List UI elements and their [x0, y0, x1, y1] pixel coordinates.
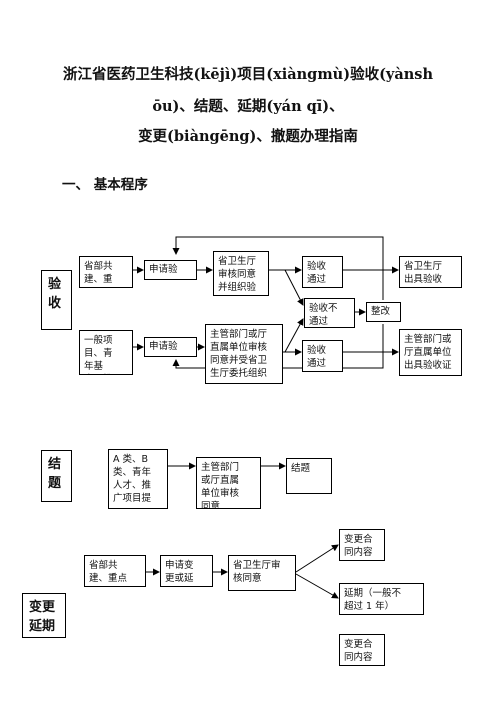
acceptance-issue-top-box: 省卫生厅 出具验收	[399, 256, 462, 288]
conclusion-review-box: 主管部门 或厅直属 单位审核 同意	[196, 457, 261, 509]
title-line-2: ōu)、结题、延期(yán qī)、	[152, 98, 344, 115]
change-review-box: 省卫生厅审 核同意	[228, 555, 296, 591]
arrow-rectify-loop-top	[172, 236, 384, 300]
title-line-3: 变更(biàngēng)、撤题办理指南	[138, 128, 358, 145]
acceptance-fail-box: 验收不 通过	[304, 298, 355, 328]
acceptance-top-source-box: 省部共 建、重	[79, 256, 133, 288]
arrow-review-to-fail-bottom	[284, 318, 304, 353]
section-heading: 一、 基本程序	[62, 177, 148, 193]
acceptance-rectify-box: 整改	[366, 302, 401, 322]
change-extension-side-label: 变更 延期	[22, 593, 66, 638]
acceptance-side-label: 验 收	[41, 270, 72, 330]
arrow-review-to-change-top	[295, 544, 339, 573]
conclusion-result-box: 结题	[286, 458, 332, 494]
acceptance-issue-bottom-box: 主管部门或 厅直属单位 出具验收证	[399, 329, 462, 376]
acceptance-bottom-apply-box: 申请验	[144, 337, 197, 357]
acceptance-top-apply-box: 申请验	[144, 260, 197, 280]
acceptance-top-review-box: 省卫生厅 审核同意 并组织验	[213, 251, 269, 296]
conclusion-side-label: 结 题	[41, 450, 72, 502]
acceptance-bottom-review-box: 主管部门或厅 直属单位审核 同意并受省卫 生厅委托组织	[205, 324, 283, 384]
arrow-review-to-extension	[295, 573, 339, 599]
extension-box: 延期（一般不 超过 1 年）	[339, 583, 424, 615]
acceptance-bottom-source-box: 一般项 目、青 年基 金、推	[79, 330, 133, 375]
acceptance-pass-bottom-box: 验收 通过	[302, 340, 343, 372]
change-source-box: 省部共 建、重点	[84, 555, 146, 587]
acceptance-pass-top-box: 验收 通过	[302, 256, 343, 288]
title-line-1: 浙江省医药卫生科技(kējì)项目(xiàngmù)验收(yànsh	[62, 66, 433, 83]
change-bottom-box: 变更合 同内容	[339, 634, 385, 666]
change-top-box: 变更合 同内容	[339, 529, 385, 561]
conclusion-source-box: A 类、B 类、青年 人才、推 广项目提	[108, 449, 168, 509]
change-apply-box: 申请变 更或延	[160, 555, 213, 587]
arrow-review-to-fail-top	[284, 269, 304, 306]
